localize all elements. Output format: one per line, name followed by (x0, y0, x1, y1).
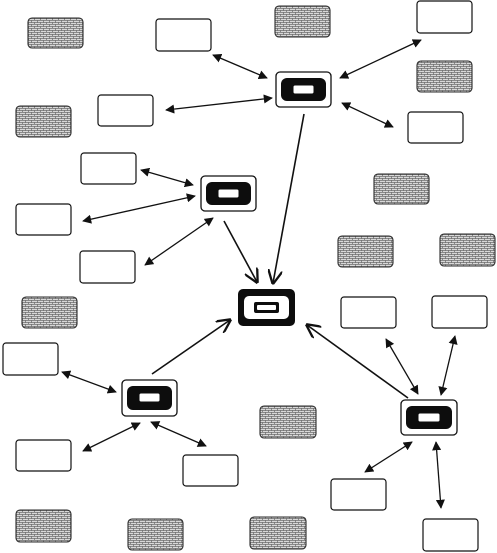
hub-center-slot-inner (257, 305, 276, 310)
hub-bottom-right (400, 399, 458, 436)
hatch-10 (15, 509, 72, 543)
edge-hub-mid-left-node-g (144, 217, 214, 266)
hatch-1 (27, 17, 84, 49)
hatch-9 (259, 405, 317, 439)
hatch-11 (127, 518, 184, 551)
two-way-edges (61, 39, 458, 509)
hub-center (238, 289, 295, 326)
hatch-5 (373, 173, 430, 205)
node-c (97, 94, 154, 127)
edge-hub-bottom-right-node-p (438, 335, 458, 396)
hatched-nodes (15, 5, 496, 551)
edge-hub-top-hub-center (273, 113, 305, 283)
edge-hub-top-node-d (341, 102, 394, 128)
edge-hub-bottom-right-node-o (385, 338, 419, 395)
edge-hub-bottom-right-hub-center (307, 325, 409, 399)
hub-bottom-right-slot (417, 412, 441, 423)
hatch-2 (274, 5, 331, 38)
edge-hub-mid-left-node-e (140, 167, 194, 188)
node-g (79, 250, 136, 284)
edge-hub-top-node-b (339, 39, 422, 79)
node-i (15, 439, 72, 472)
hub-top-slot (292, 84, 315, 95)
hub-bottom-left-slot (138, 392, 161, 403)
edge-hub-bottom-left-hub-center (151, 320, 230, 375)
node-o (340, 296, 397, 329)
node-a (155, 18, 212, 52)
node-f (15, 203, 72, 236)
node-b (416, 0, 473, 34)
node-j (182, 454, 239, 487)
edge-hub-top-node-a (212, 54, 268, 79)
node-p (431, 295, 488, 329)
edge-hub-mid-left-node-f (82, 193, 196, 224)
node-k (330, 478, 387, 511)
edge-hub-mid-left-hub-center (223, 220, 257, 282)
one-way-edges (151, 113, 409, 399)
hatch-3 (416, 60, 473, 93)
hub-mid-left (200, 175, 257, 212)
hatch-4 (15, 105, 72, 138)
node-h (2, 342, 59, 376)
hatch-7 (439, 233, 496, 267)
edge-hub-bottom-left-node-h (61, 370, 117, 394)
edge-hub-top-node-c (165, 94, 273, 114)
hub-bottom-left (121, 379, 178, 417)
edge-hub-bottom-left-node-j (150, 421, 207, 447)
edge-hub-bottom-left-node-i (82, 422, 141, 452)
hatch-8 (21, 296, 78, 329)
node-e (80, 152, 137, 185)
node-d (407, 111, 464, 144)
edge-hub-bottom-right-node-l (432, 441, 445, 509)
edge-hub-bottom-right-node-k (364, 441, 413, 473)
node-l (422, 518, 479, 552)
hatch-12 (249, 516, 307, 550)
hatch-6 (337, 235, 394, 268)
empty-nodes (2, 0, 488, 552)
hub-mid-left-slot (217, 188, 240, 199)
hub-top (275, 71, 332, 108)
